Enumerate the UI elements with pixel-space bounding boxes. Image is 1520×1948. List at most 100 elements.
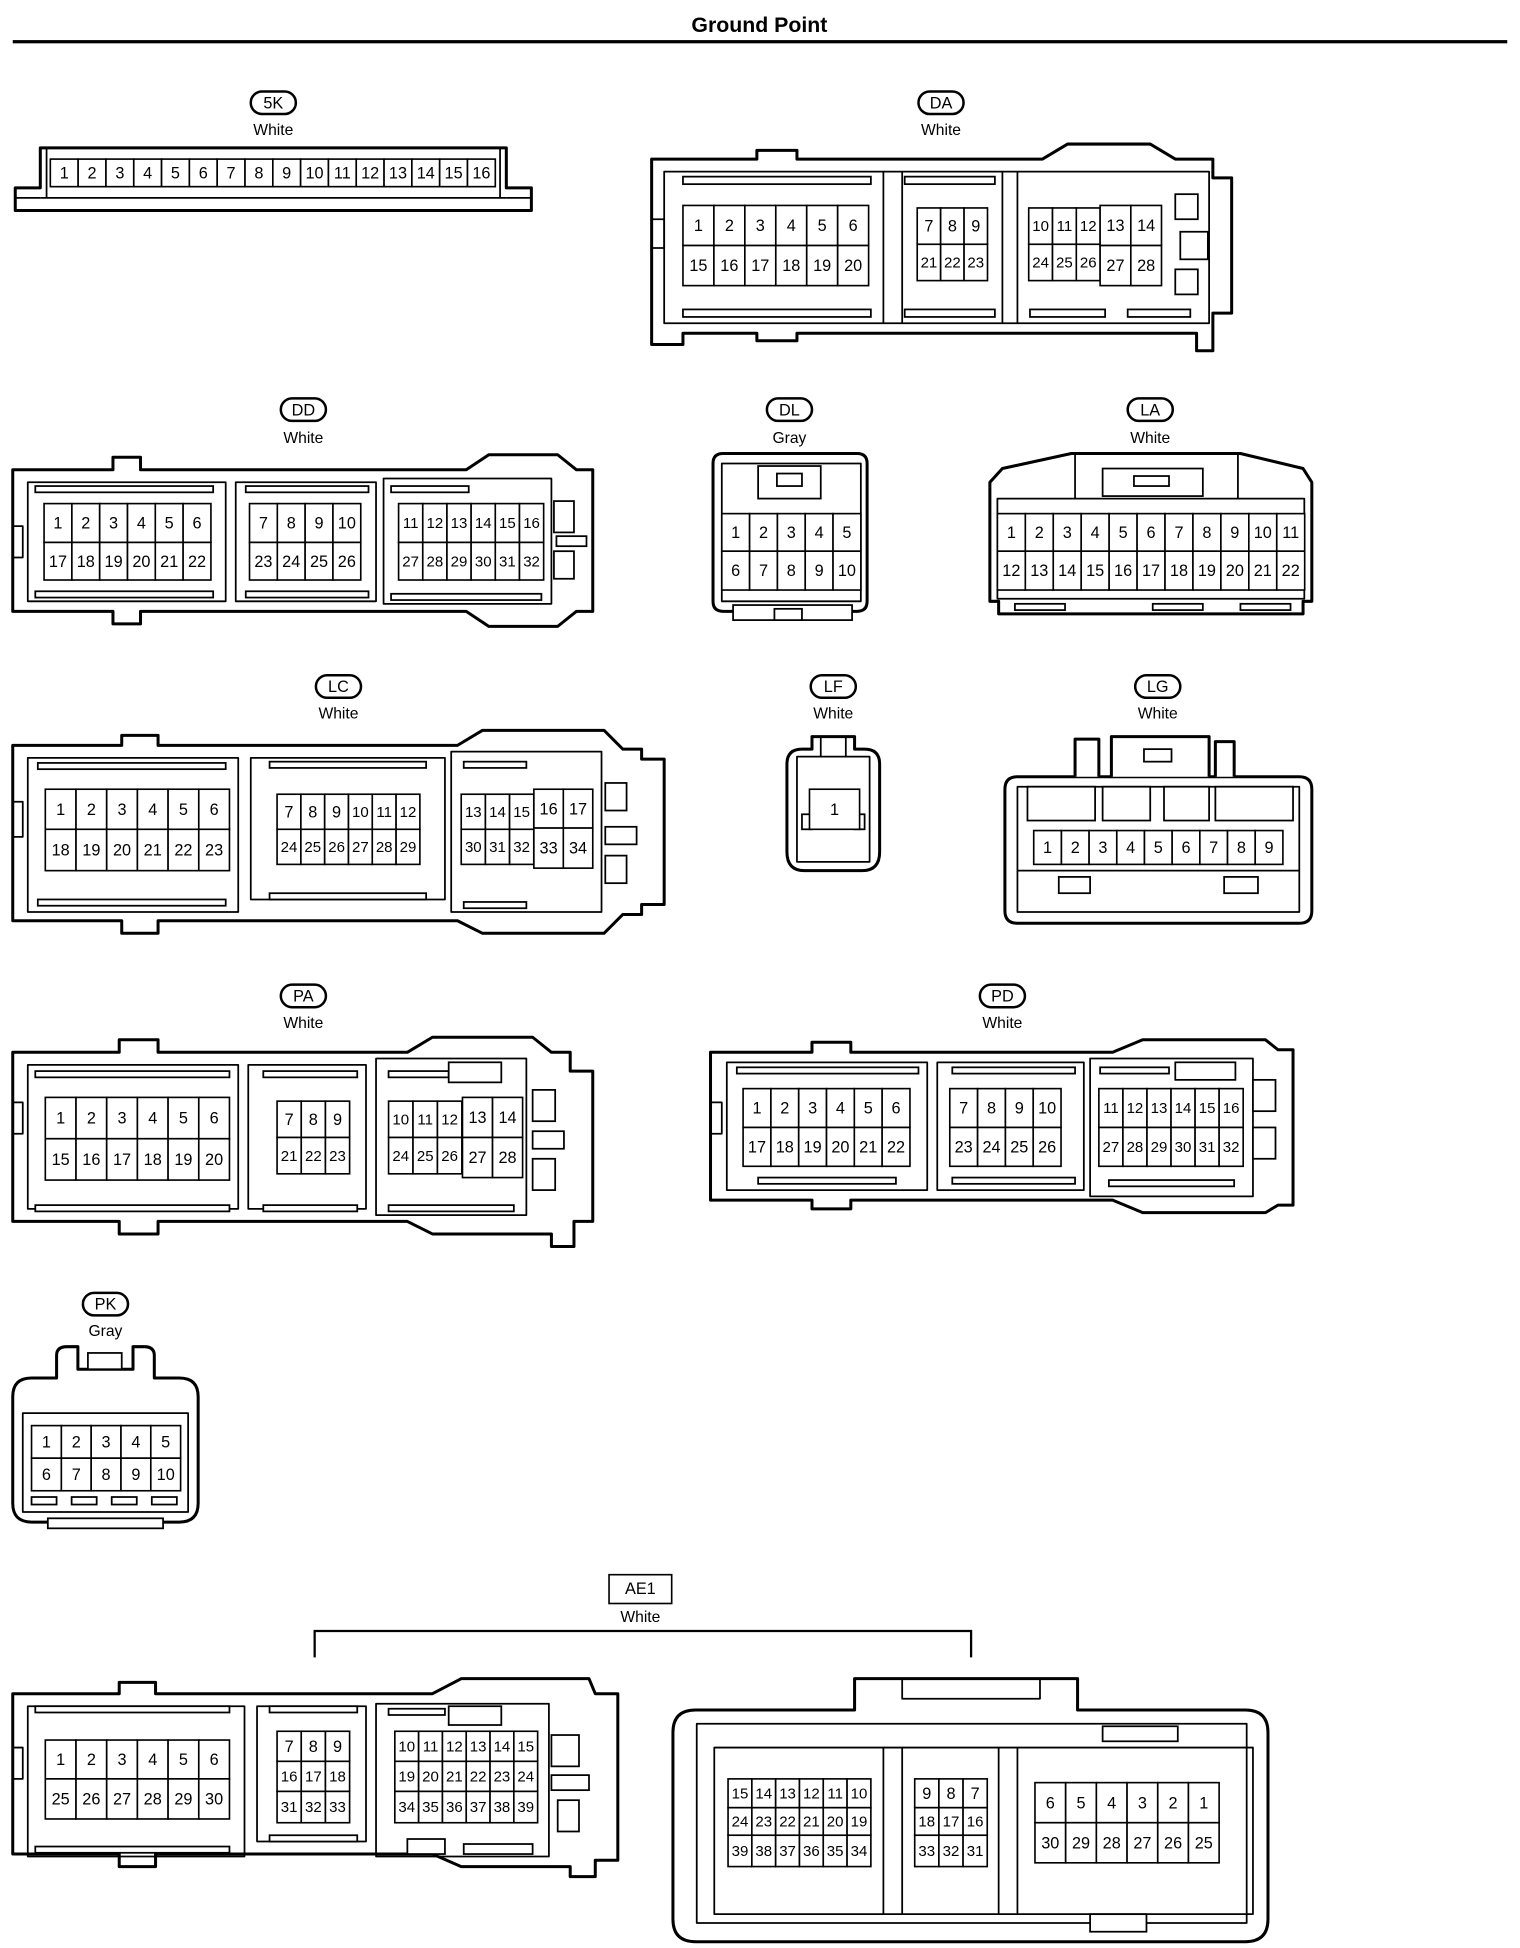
pin-number: 15 [52, 1151, 70, 1169]
pin-number: 4 [1126, 839, 1135, 857]
pin-cell [518, 502, 545, 544]
pin-number: 31 [489, 839, 506, 856]
housing-detail [234, 481, 377, 603]
pin-cell [808, 788, 861, 831]
housing-detail [1057, 876, 1091, 895]
pin-number: 7 [259, 515, 268, 533]
connector-code: PD [991, 988, 1014, 1006]
pin-number: 36 [446, 1799, 463, 1816]
housing-detail [21, 1412, 190, 1513]
pin-number: 13 [1030, 562, 1048, 580]
housing-detail [1029, 308, 1107, 318]
connector-code-badge [765, 397, 814, 423]
pin-number: 27 [1103, 1139, 1120, 1156]
pin-number: 4 [131, 1434, 140, 1452]
pin-cell [962, 1806, 989, 1837]
pin-number: 14 [1137, 217, 1155, 235]
pin-number: 28 [499, 1149, 517, 1167]
housing-detail [1151, 602, 1204, 611]
pin-number: 39 [517, 1799, 534, 1816]
pin-cell [518, 541, 545, 581]
housing-detail [555, 535, 588, 548]
connector-color: White [921, 122, 961, 139]
pin-number: 5 [864, 1100, 873, 1118]
housing-detail [244, 485, 370, 494]
connector-color: White [813, 706, 853, 723]
housing-detail [249, 757, 446, 901]
housing-detail [710, 1101, 723, 1135]
pin-number: 24 [281, 839, 298, 856]
housing-detail [34, 1204, 231, 1213]
pin-number: 26 [328, 839, 345, 856]
pin-cell [1248, 512, 1278, 553]
pin-number: 17 [569, 800, 587, 818]
pin-number: 30 [465, 839, 482, 856]
pin-cell [105, 1137, 139, 1181]
pin-number: 4 [1091, 524, 1100, 542]
pin-number: 37 [779, 1843, 796, 1860]
pin-number: 24 [732, 1814, 749, 1831]
housing-detail [531, 1130, 565, 1150]
pin-cell [1032, 1126, 1062, 1168]
pin-number: 13 [1106, 217, 1124, 235]
pin-number: 28 [1103, 1834, 1121, 1852]
pin-cell [43, 502, 73, 544]
pin-number: 5 [818, 217, 827, 235]
pin-cell [1218, 1087, 1244, 1129]
pin-cell [299, 158, 330, 188]
pin-number: 28 [1127, 1139, 1144, 1156]
pin-number: 10 [157, 1466, 175, 1484]
pin-cell [75, 1137, 108, 1181]
pin-cell [1034, 1781, 1067, 1824]
connector-group-bracket [313, 1629, 973, 1658]
pin-number: 8 [948, 218, 957, 236]
pin-number: 1 [694, 217, 703, 235]
housing-detail [553, 550, 575, 580]
pin-number: 1 [1199, 1794, 1208, 1812]
pin-number: 9 [282, 165, 291, 183]
pin-number: 5 [1119, 524, 1128, 542]
pin-number: 11 [403, 515, 419, 532]
pin-number: 7 [285, 1738, 294, 1756]
housing-detail [682, 175, 872, 186]
pin-number: 13 [451, 515, 468, 532]
pin-number: 21 [160, 553, 178, 571]
pin-number: 20 [132, 553, 150, 571]
pin-number: 3 [115, 165, 124, 183]
pin-number: 27 [402, 553, 419, 570]
pin-number: 27 [468, 1149, 486, 1167]
connector-code: PK [95, 1296, 117, 1314]
pin-number: 33 [918, 1843, 935, 1860]
housing-detail [247, 1063, 367, 1210]
pin-number: 1 [1007, 524, 1016, 542]
pin-number: 9 [1230, 524, 1239, 542]
pin-cell [804, 550, 834, 591]
pin-number: 26 [441, 1148, 458, 1165]
connector-code-badge [81, 1291, 130, 1317]
pin-number: 4 [815, 524, 824, 542]
pin-number: 11 [827, 1785, 843, 1802]
housing-detail [1179, 230, 1209, 261]
pin-number: 1 [56, 1110, 65, 1128]
pin-number: 38 [755, 1843, 772, 1860]
pin-cell [77, 158, 107, 188]
housing-detail [695, 1722, 1248, 1924]
pin-number: 32 [305, 1799, 322, 1816]
connector-color: White [283, 430, 323, 447]
pin-cell [1095, 1821, 1128, 1864]
pin-number: 7 [1174, 524, 1183, 542]
pin-cell [387, 1136, 414, 1175]
pin-number: 10 [305, 165, 323, 183]
pin-cell [332, 541, 362, 581]
housing-detail [34, 1070, 231, 1079]
pin-number: 38 [494, 1799, 511, 1816]
housing-detail [550, 1774, 590, 1792]
pin-cell [1194, 1087, 1220, 1129]
pin-cell [105, 828, 139, 872]
pin-cell [836, 244, 870, 287]
pin-cell [491, 1096, 524, 1139]
pin-number: 6 [849, 217, 858, 235]
